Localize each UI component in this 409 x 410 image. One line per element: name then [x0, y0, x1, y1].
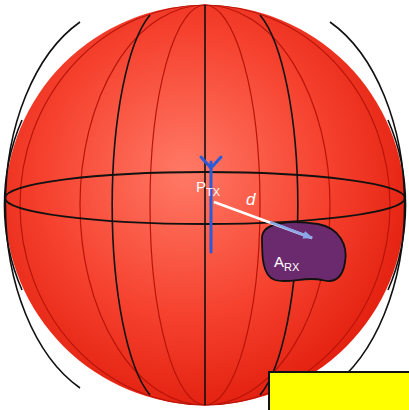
symbol: P [196, 178, 206, 195]
distance-arrow-tip [270, 222, 312, 238]
symbol: A [274, 253, 284, 270]
subscript: RX [284, 261, 299, 273]
receiver-node: ARX [262, 222, 347, 284]
meridians [4, 5, 405, 405]
receiver-area [262, 222, 346, 281]
power-label: PTX [196, 178, 220, 195]
yellow-box [269, 372, 409, 410]
back-meridians [20, 5, 390, 405]
subscript: TX [206, 186, 220, 198]
distance-arrow [214, 202, 312, 238]
equator [5, 172, 405, 224]
distance-label: d [246, 190, 255, 210]
sphere [5, 5, 405, 405]
receiver-label: ARX [274, 253, 299, 270]
